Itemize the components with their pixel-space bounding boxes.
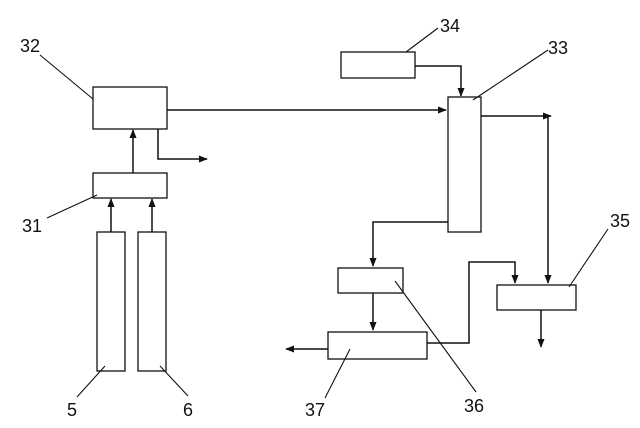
label-32: 32 xyxy=(20,36,40,56)
flow-34-to-33 xyxy=(415,65,465,97)
label-37: 37 xyxy=(305,400,325,420)
leader-32 xyxy=(39,54,94,100)
unit-6-box xyxy=(137,231,167,372)
label-35: 35 xyxy=(610,211,630,231)
leader-35 xyxy=(568,228,609,288)
flow-32-side-outlet xyxy=(157,129,208,163)
flow-33-to-36 xyxy=(369,221,448,267)
label-31: 31 xyxy=(22,216,42,236)
leader-5 xyxy=(76,365,106,398)
leader-37 xyxy=(324,348,351,399)
leader-6 xyxy=(159,365,189,397)
unit-37-box xyxy=(327,331,428,360)
leader-34 xyxy=(405,27,439,53)
unit-34-box xyxy=(340,51,416,79)
flow-37-to-35 xyxy=(427,261,519,344)
leader-33 xyxy=(472,49,549,101)
unit-36-box xyxy=(337,267,404,294)
label-34: 34 xyxy=(440,16,460,36)
label-5: 5 xyxy=(67,400,77,420)
label-6: 6 xyxy=(183,400,193,420)
label-36: 36 xyxy=(464,396,484,416)
leader-36 xyxy=(394,280,477,393)
unit-5-box xyxy=(96,231,126,372)
leader-31 xyxy=(46,194,98,219)
unit-32-box xyxy=(92,86,168,130)
unit-31-box xyxy=(92,172,168,199)
unit-35-box xyxy=(496,284,577,311)
label-33: 33 xyxy=(548,38,568,58)
unit-33-column-box xyxy=(447,96,482,233)
